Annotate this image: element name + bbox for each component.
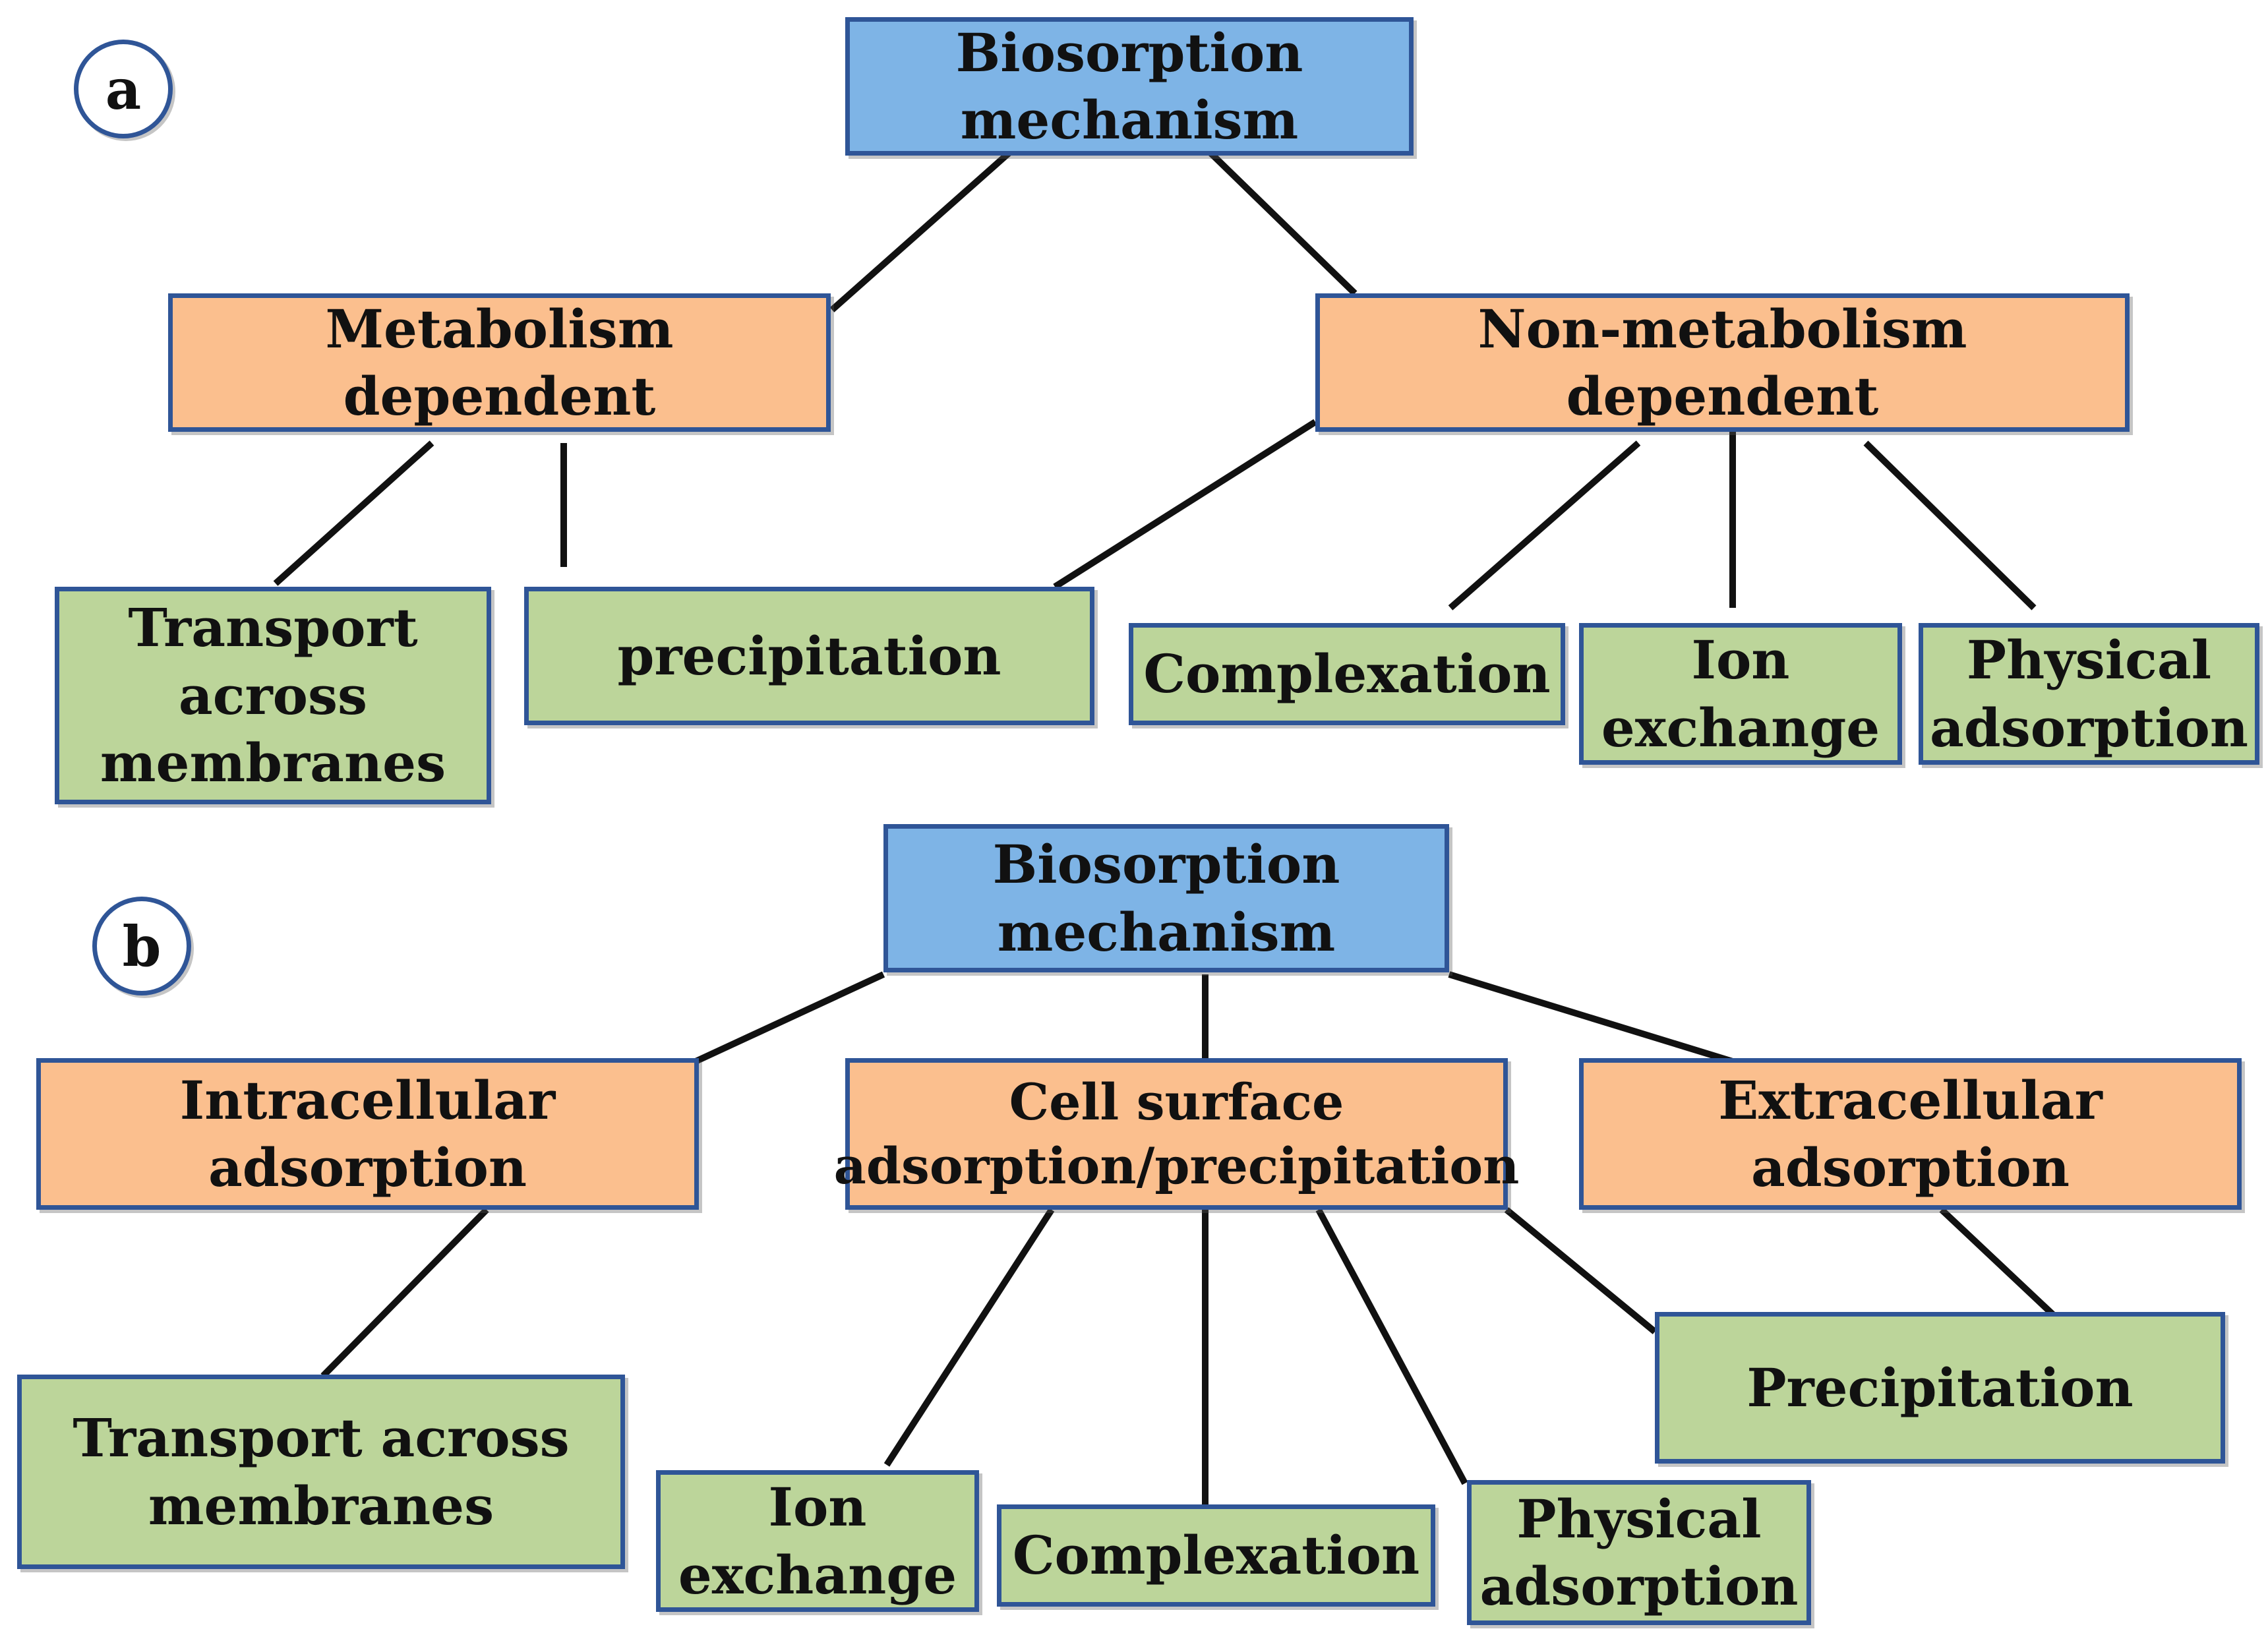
panel-b-transport-line-2: membranes bbox=[148, 1474, 494, 1537]
panel-b-extracellular-label: Extracellular adsorption bbox=[1718, 1069, 2103, 1199]
panel-a-badge-label: a bbox=[105, 56, 142, 122]
connector-root-b-to-intracellular bbox=[694, 971, 885, 1065]
panel-a-metabolism-dependent-label: Metabolism dependent bbox=[325, 297, 674, 427]
panel-a-precipitation-label: precipitation bbox=[617, 624, 1001, 687]
panel-b-physical-adsorption-node: Physical adsorption bbox=[1467, 1480, 1811, 1625]
panel-b-intracellular-label: Intracellular adsorption bbox=[179, 1069, 556, 1199]
panel-a-transport-line-1: Transport bbox=[128, 597, 418, 659]
connector-non-metabolism-to-physical-adsorption bbox=[1863, 440, 2037, 610]
panel-b-transport-line-1: Transport across bbox=[73, 1407, 570, 1470]
panel-a-transport-line-3: membranes bbox=[100, 732, 446, 794]
panel-a-non-metabolism-dependent-node: Non-metabolism dependent bbox=[1315, 293, 2130, 432]
connector-intracellular-to-transport bbox=[320, 1207, 489, 1379]
connector-cell-surface-to-precipitation bbox=[1504, 1207, 1657, 1334]
panel-b-complexation-label: Complexation bbox=[1012, 1524, 1420, 1587]
panel-a-physical-adsorption-node: Physical adsorption bbox=[1919, 623, 2259, 765]
panel-a-complexation-node: Complexation bbox=[1129, 623, 1565, 725]
panel-b-extracellular-node: Extracellular adsorption bbox=[1579, 1058, 2242, 1210]
panel-b-root-node: Biosorption mechanism bbox=[883, 824, 1449, 972]
panel-b-precipitation-node: Precipitation bbox=[1655, 1312, 2225, 1464]
panel-b-ion-exchange-line-2: exchange bbox=[678, 1543, 957, 1606]
panel-b-physical-adsorption-line-2: adsorption bbox=[1479, 1555, 1799, 1617]
panel-b-root-line-1: Biosorption bbox=[992, 833, 1340, 896]
panel-a-badge: a bbox=[74, 40, 173, 138]
panel-a-ion-exchange-node: Ion exchange bbox=[1579, 623, 1902, 765]
panel-a-root-line-2: mechanism bbox=[960, 89, 1299, 151]
panel-a-physical-adsorption-line-2: adsorption bbox=[1929, 696, 2249, 759]
panel-b-ion-exchange-line-1: Ion bbox=[768, 1476, 867, 1539]
panel-b-cell-surface-node: Cell surface adsorption/precipitation bbox=[834, 1058, 1519, 1210]
panel-a-transport-line-2: across bbox=[178, 664, 368, 727]
connector-cell-surface-to-ion-exchange bbox=[883, 1208, 1055, 1467]
connector-extracellular-to-precipitation bbox=[1939, 1207, 2056, 1318]
panel-a-physical-adsorption-line-1: Physical bbox=[1966, 629, 2212, 692]
panel-a-transport-node: Transport across membranes bbox=[55, 587, 491, 804]
panel-b-ion-exchange-node: Ion exchange bbox=[656, 1470, 979, 1612]
connector-root-a-to-metabolism bbox=[829, 148, 1015, 312]
panel-b-root-line-2: mechanism bbox=[997, 901, 1336, 963]
panel-a-precipitation-node: precipitation bbox=[524, 587, 1094, 725]
panel-b-transport-node: Transport across membranes bbox=[17, 1375, 625, 1569]
panel-b-precipitation-label: Precipitation bbox=[1746, 1356, 2134, 1419]
panel-b-intracellular-node: Intracellular adsorption bbox=[36, 1058, 699, 1210]
panel-a-complexation-label: Complexation bbox=[1143, 643, 1551, 705]
connector-metabolism-to-transport bbox=[273, 440, 434, 586]
connector-root-b-to-extracellular bbox=[1448, 971, 1734, 1065]
panel-b-cell-surface-line-1: Cell surface bbox=[1009, 1072, 1344, 1131]
connector-non-metabolism-to-complexation bbox=[1448, 440, 1641, 610]
panel-a-metabolism-dependent-node: Metabolism dependent bbox=[168, 293, 831, 432]
panel-a-ion-exchange-line-2: exchange bbox=[1601, 696, 1880, 759]
panel-a-ion-exchange-line-1: Ion bbox=[1691, 629, 1790, 692]
connector-root-a-to-non-metabolism bbox=[1205, 148, 1358, 296]
panel-a-non-metabolism-dependent-label: Non-metabolism dependent bbox=[1477, 297, 1967, 427]
connector-non-metabolism-to-precipitation bbox=[1053, 419, 1317, 590]
panel-b-physical-adsorption-line-1: Physical bbox=[1516, 1487, 1762, 1550]
panel-b-badge: b bbox=[92, 897, 191, 995]
panel-b-complexation-node: Complexation bbox=[997, 1504, 1435, 1607]
panel-b-cell-surface-line-2: adsorption/precipitation bbox=[833, 1137, 1520, 1195]
panel-a-root-line-1: Biosorption bbox=[955, 21, 1303, 84]
panel-b-badge-label: b bbox=[122, 913, 162, 979]
connector-cell-surface-to-physical-adsorption bbox=[1315, 1208, 1468, 1485]
panel-a-root-node: Biosorption mechanism bbox=[845, 17, 1414, 156]
